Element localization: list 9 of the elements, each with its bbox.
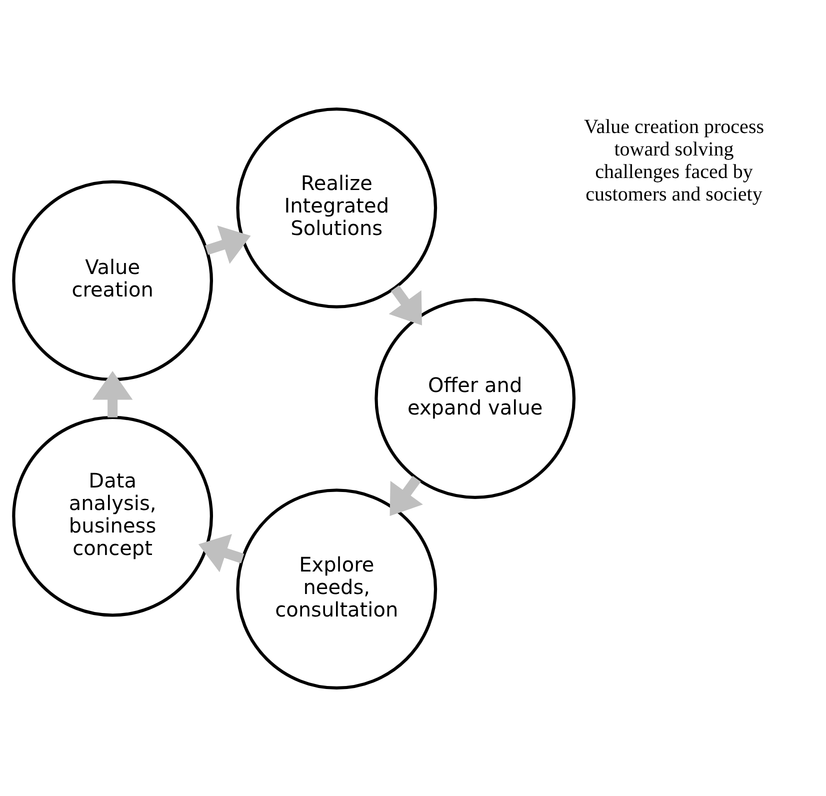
node-circle: Data analysis, business concept [12, 415, 214, 616]
node-circle: Explore needs, consultation [236, 488, 438, 690]
arrow [205, 225, 251, 264]
node-circle: Value creation [12, 180, 214, 381]
arrow [390, 475, 423, 516]
label: Value creation process toward solving challenges faced by customers and society [584, 115, 764, 205]
arrow [198, 533, 244, 572]
arrow [92, 370, 133, 417]
arrow [388, 284, 422, 325]
